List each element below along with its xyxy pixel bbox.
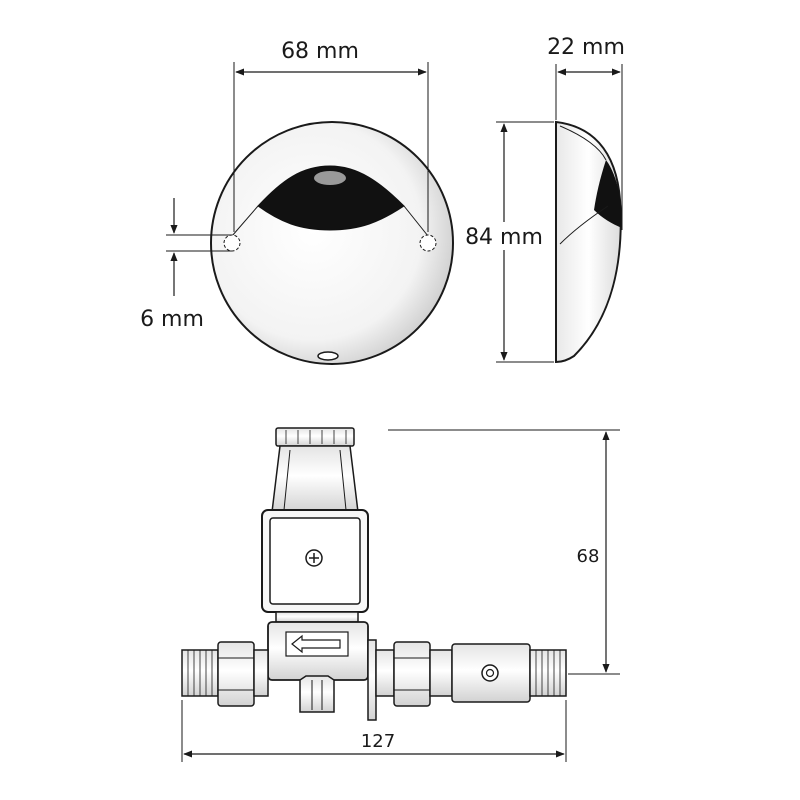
coil-screw	[305, 549, 323, 567]
sensor-side-view	[555, 120, 623, 364]
bottom-screw-slot	[317, 351, 339, 361]
stop-valve-screw	[481, 664, 499, 682]
mounting-hole-right	[419, 234, 437, 252]
hole-size-label: 6 mm	[140, 307, 204, 332]
sensor-depth-dimension: 22 mm	[547, 35, 625, 230]
solenoid-cap	[275, 427, 355, 447]
sensor-front-view	[210, 121, 454, 365]
solenoid-valve	[181, 427, 567, 721]
sensor-height-dimension: 84 mm	[462, 121, 554, 363]
left-threaded-fitting	[181, 641, 269, 707]
sensor-lens	[314, 171, 346, 185]
sensor-width-label: 68 mm	[281, 39, 359, 64]
sensor-cover	[210, 121, 454, 365]
valve-height-label: 68	[577, 546, 600, 567]
mounting-hole-left	[223, 234, 241, 252]
valve-length-label: 127	[361, 731, 395, 752]
hole-dimension: 6 mm	[140, 198, 232, 332]
sensor-height-label: 84 mm	[465, 225, 543, 250]
valve-body	[267, 621, 369, 713]
sensor-width-dimension: 68 mm	[233, 39, 429, 232]
right-fitting-assembly	[367, 639, 567, 721]
valve-height-dimension: 68	[388, 429, 620, 675]
sensor-depth-label: 22 mm	[547, 35, 625, 60]
valve-length-dimension: 127	[181, 700, 567, 762]
sensor-side-body	[555, 120, 622, 364]
sensor-window	[257, 165, 405, 231]
flow-arrow-icon	[291, 634, 341, 654]
